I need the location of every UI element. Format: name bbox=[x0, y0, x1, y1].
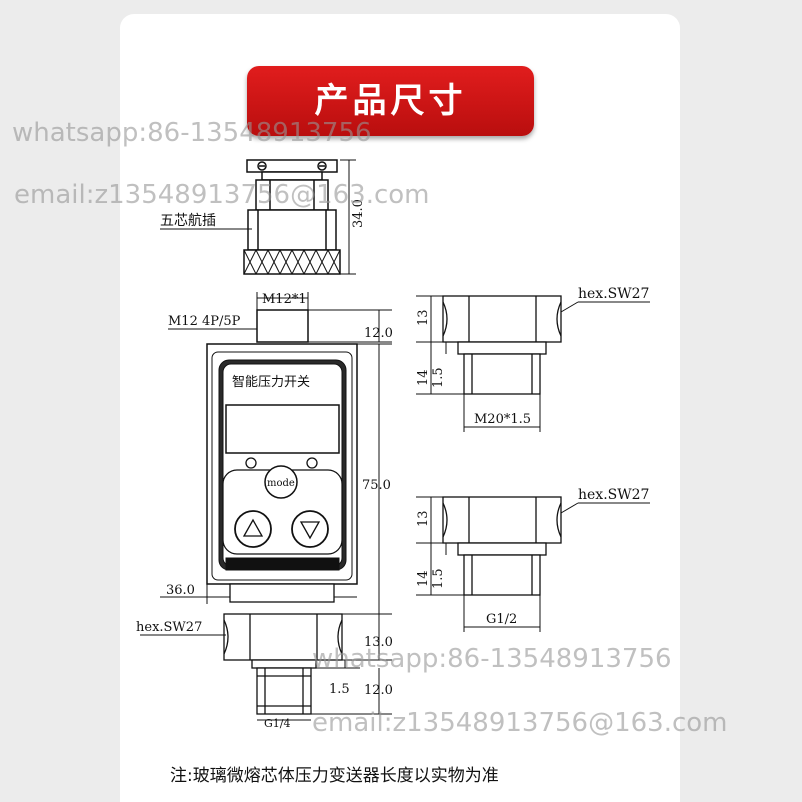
g14-label: G1/4 bbox=[264, 717, 291, 730]
watermark-email-bottom: email:z13548913756@163.com bbox=[312, 708, 728, 738]
watermark-whatsapp-bottom: whatsapp:86-13548913756 bbox=[312, 644, 672, 674]
dim-12-bottom: 12.0 bbox=[364, 683, 393, 698]
dim-36: 36.0 bbox=[166, 583, 195, 598]
device-name-label: 智能压力开关 bbox=[232, 375, 310, 390]
page-title: 产品尺寸 bbox=[247, 66, 534, 136]
hex-nut-left bbox=[223, 613, 343, 661]
dim-14-r1: 14 bbox=[416, 369, 431, 386]
footnote: 注:玻璃微熔芯体压力变送器长度以实物为准 bbox=[170, 766, 499, 786]
m12-connector-stub bbox=[256, 309, 309, 343]
switch-body bbox=[206, 343, 358, 585]
watermark-whatsapp-top: whatsapp:86-13548913756 bbox=[12, 118, 372, 148]
hex-right-2-label: hex.SW27 bbox=[578, 487, 649, 503]
connector-label: 五芯航插 bbox=[160, 213, 216, 229]
connector-plug bbox=[243, 159, 341, 275]
dim-13-r2: 13 bbox=[416, 510, 431, 527]
thread-g14 bbox=[251, 659, 317, 715]
fitting-m20 bbox=[442, 295, 562, 395]
watermark-email-top: email:z13548913756@163.com bbox=[14, 180, 430, 210]
mode-button-label: mode bbox=[267, 478, 295, 489]
dim-1-5-left: 1.5 bbox=[329, 682, 350, 697]
dim-34: 34.0 bbox=[351, 199, 366, 228]
dim-13-left: 13.0 bbox=[364, 635, 393, 650]
g12-label: G1/2 bbox=[486, 612, 517, 627]
dim-13-r1: 13 bbox=[416, 309, 431, 326]
dim-12-top: 12.0 bbox=[364, 326, 393, 341]
dim-14-r2: 14 bbox=[416, 570, 431, 587]
hex-right-1-label: hex.SW27 bbox=[578, 286, 649, 302]
dim-1-5-r1: 1.5 bbox=[431, 367, 446, 388]
dim-1-5-r2: 1.5 bbox=[431, 568, 446, 589]
m12-spec-label: M12 4P/5P bbox=[168, 314, 241, 329]
dim-75: 75.0 bbox=[362, 478, 391, 493]
m12-thread-label: M12*1 bbox=[262, 292, 307, 307]
fitting-g12 bbox=[442, 496, 562, 596]
hex-left-label: hex.SW27 bbox=[136, 620, 202, 635]
m20-label: M20*1.5 bbox=[474, 412, 531, 427]
